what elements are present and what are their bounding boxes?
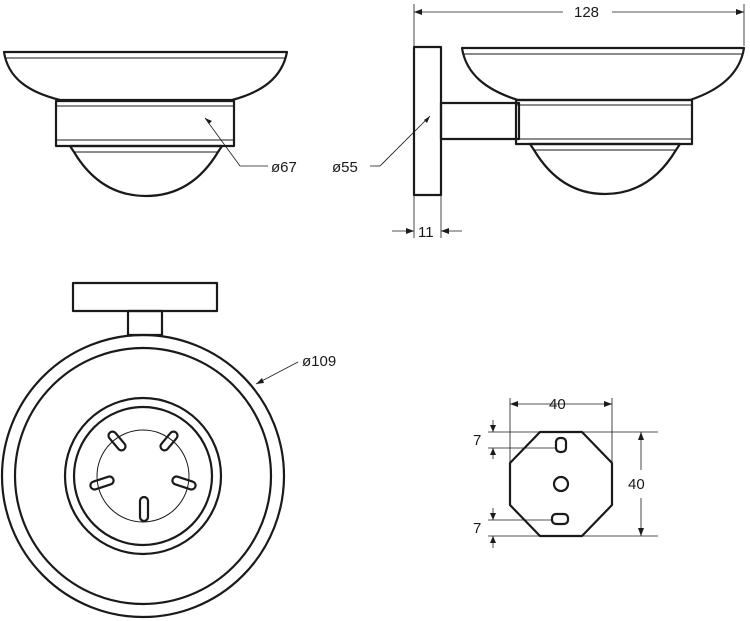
front-view: ø67	[2, 50, 297, 198]
mounting-plate-view: 40 40 7 7	[473, 396, 658, 548]
top-wall-flange	[71, 281, 219, 313]
front-dome	[68, 144, 224, 198]
side-dome	[528, 142, 682, 196]
side-holder-ring	[514, 98, 694, 146]
center-hole	[552, 475, 570, 493]
label-thickness-11: 11	[418, 224, 434, 241]
side-view: 128 ø55 11	[332, 4, 746, 241]
lower-slot	[550, 512, 570, 526]
top-arm	[126, 309, 164, 337]
side-bowl-rim	[460, 46, 746, 102]
top-view: ø109	[0, 281, 336, 619]
label-diameter-67: ø67	[271, 159, 297, 176]
label-plate-width: 40	[549, 396, 566, 413]
label-diameter-109: ø109	[302, 353, 336, 370]
label-depth-128: 128	[574, 4, 599, 21]
front-holder-ring	[54, 99, 236, 148]
front-bowl-rim	[2, 50, 289, 102]
drain-spokes	[89, 430, 197, 523]
label-plate-height: 40	[628, 476, 645, 493]
label-diameter-55: ø55	[332, 159, 358, 176]
label-slot-offset-bottom: 7	[473, 520, 481, 537]
support-arm	[439, 101, 521, 141]
label-slot-offset-top: 7	[473, 432, 481, 449]
upper-slot	[554, 436, 568, 454]
holder-ring-circle	[63, 396, 223, 556]
bowl-outer-circle	[0, 333, 286, 619]
